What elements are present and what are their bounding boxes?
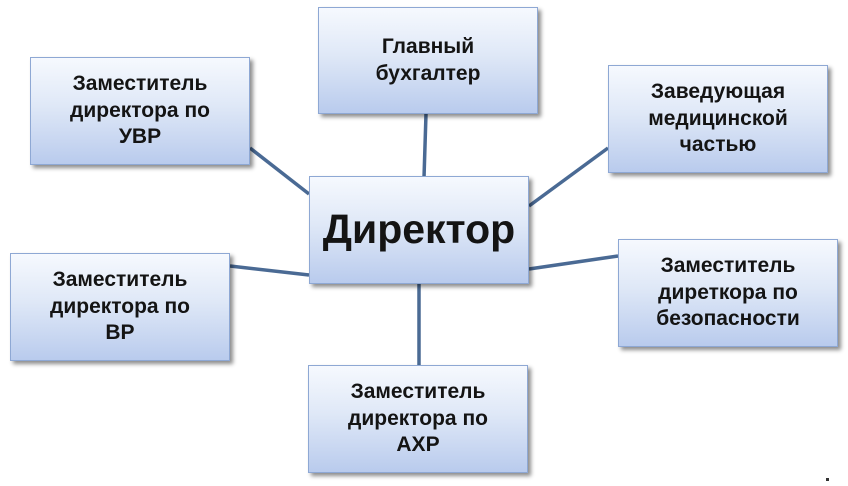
node-chief-accountant-label: Главный бухгалтер [375,34,481,85]
node-deputy-ahr-label: Заместитель директора по АХР [348,379,488,457]
connector-deputy-uvr [248,146,311,196]
corner-dot [826,478,829,481]
connector-deputy-vr [229,264,310,277]
node-deputy-security: Заместитель диреткора по безопасности [618,239,838,347]
node-deputy-uvr-label: Заместитель директора по УВР [70,71,210,149]
node-deputy-vr: Заместитель директора по ВР [10,253,230,361]
connector-deputy-security [528,254,619,271]
node-head-medical: Заведующая медицинской частью [608,65,828,173]
node-head-medical-label: Заведующая медицинской частью [648,79,788,157]
node-director-label: Директор [322,206,516,253]
connector-head-medical [527,146,610,208]
node-deputy-vr-label: Заместитель директора по ВР [50,267,190,345]
node-director: Директор [309,176,529,284]
node-deputy-ahr: Заместитель директора по АХР [308,365,528,473]
node-chief-accountant: Главный бухгалтер [318,7,538,114]
connector-chief-accountant [422,113,428,179]
node-deputy-uvr: Заместитель директора по УВР [30,57,250,165]
node-deputy-security-label: Заместитель диреткора по безопасности [656,253,800,331]
